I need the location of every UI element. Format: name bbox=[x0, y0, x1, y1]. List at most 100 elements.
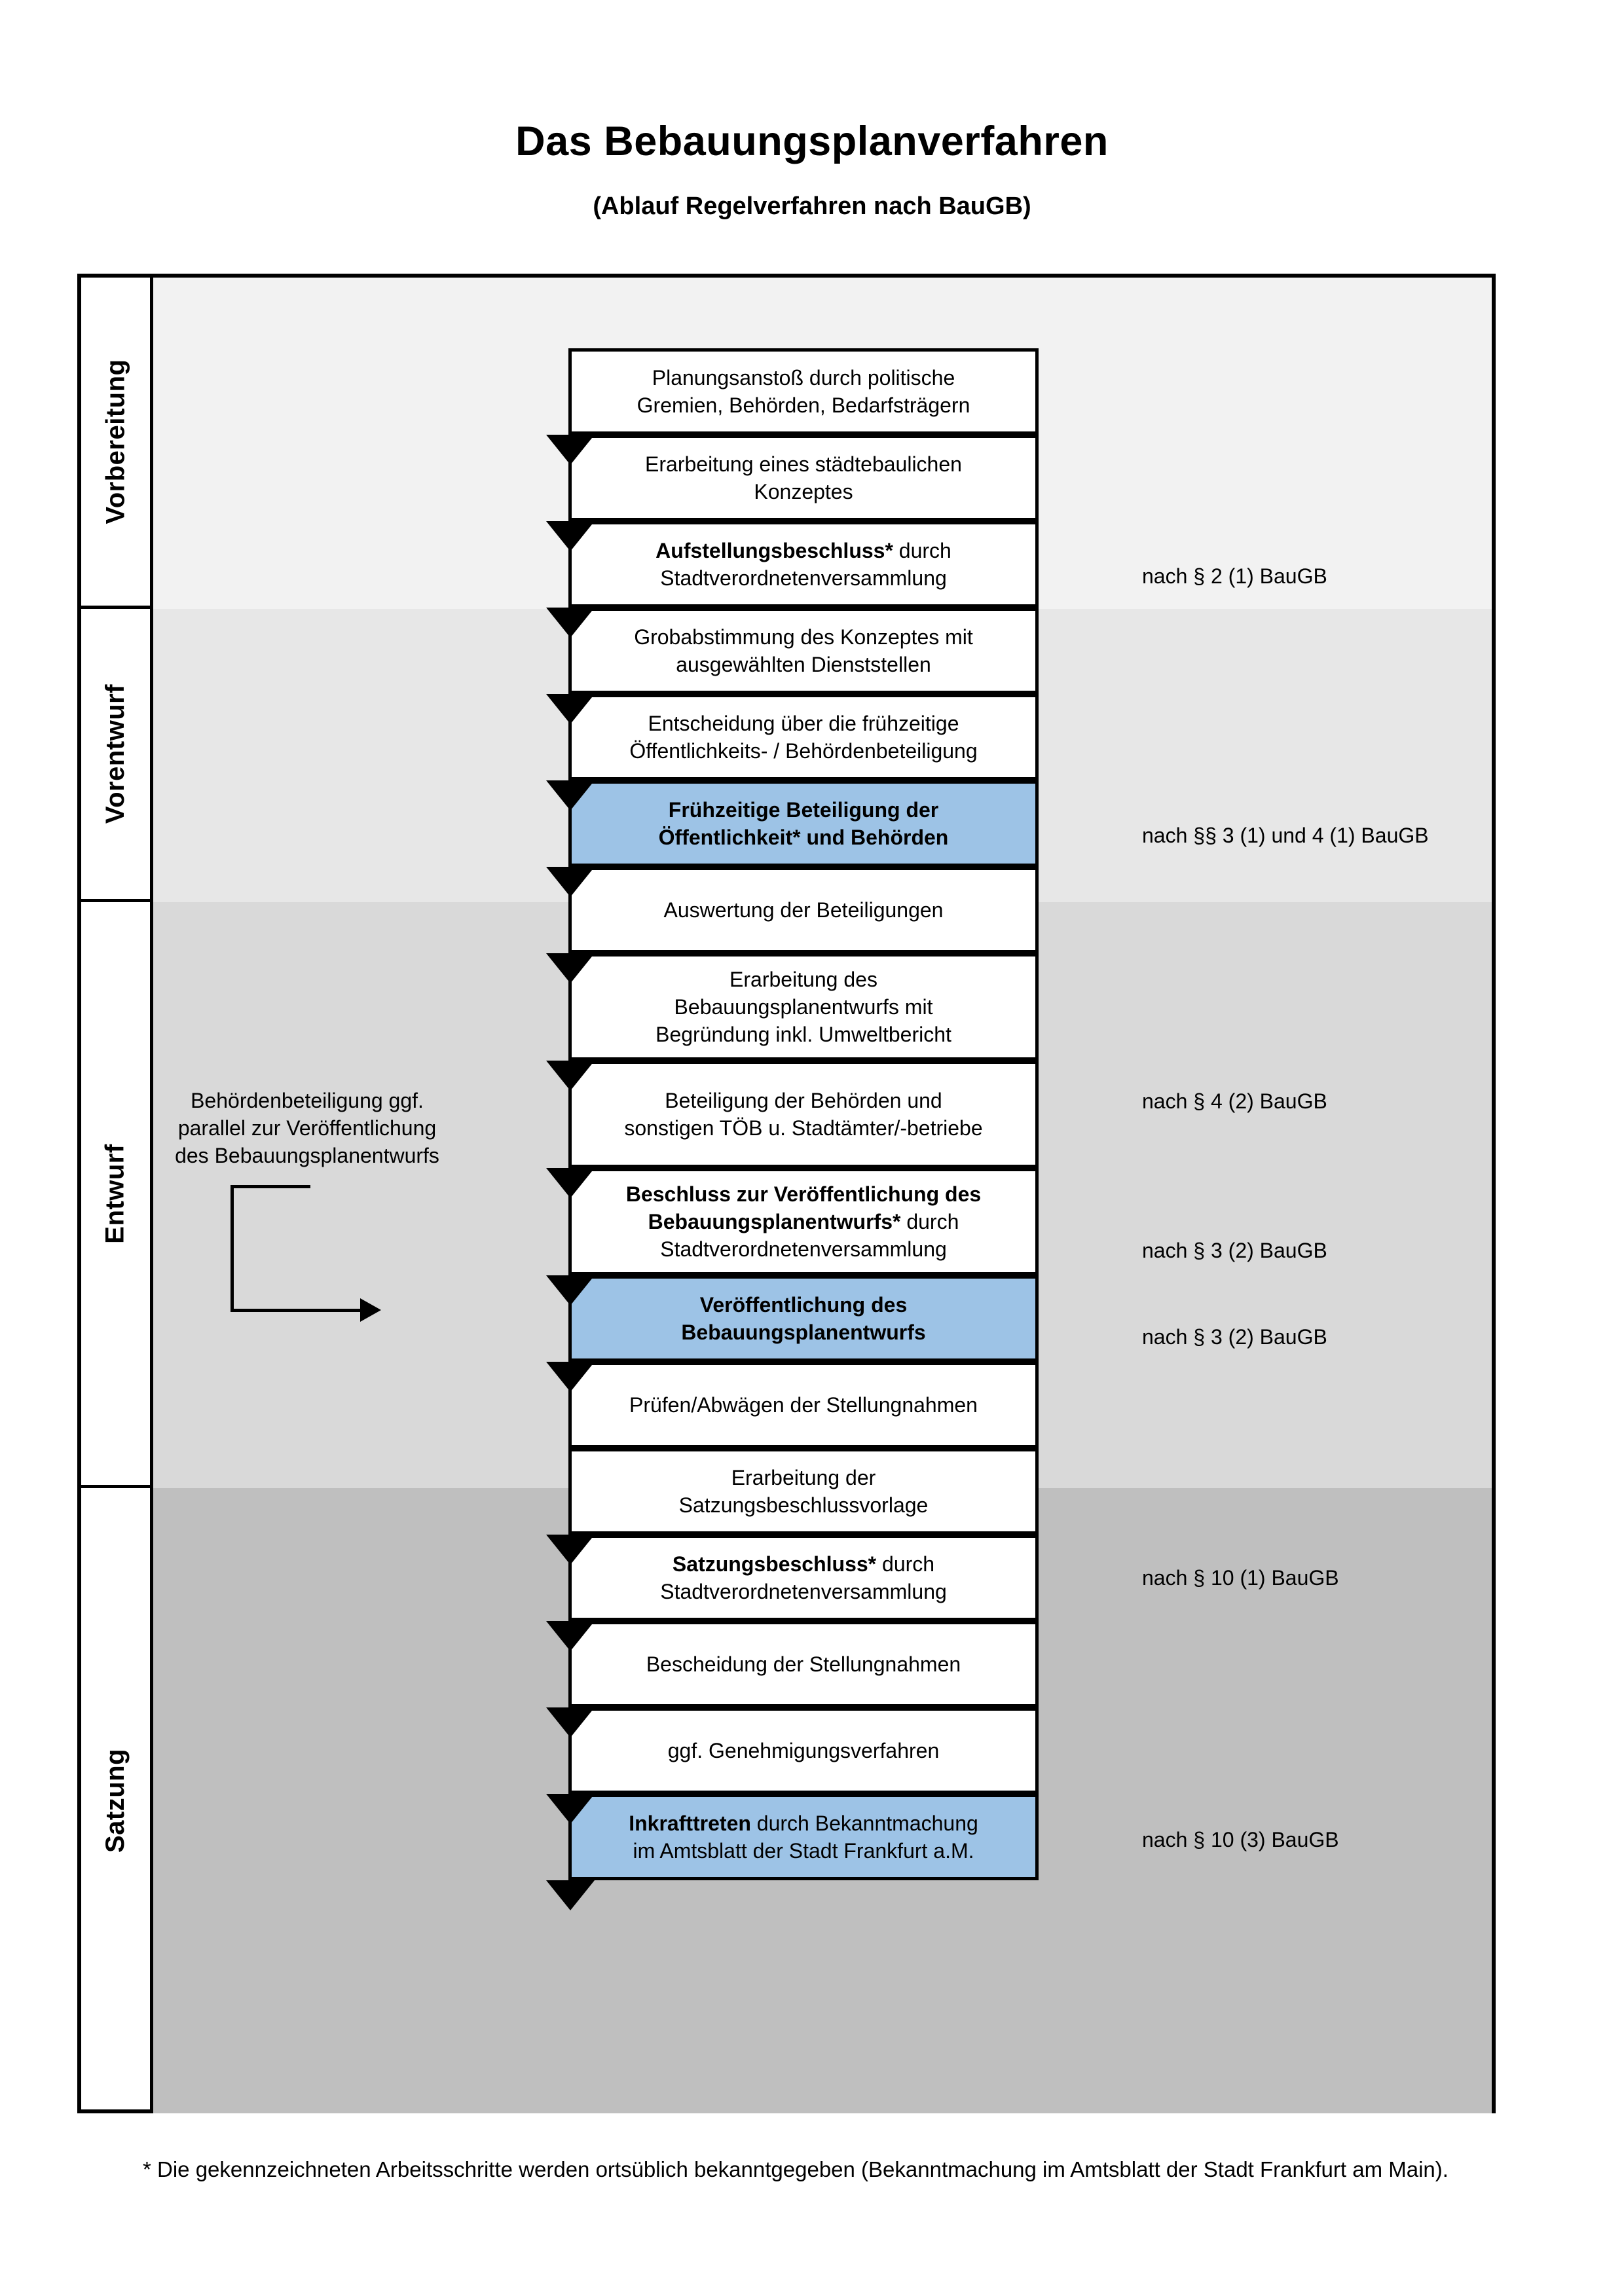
arrow-s16-s17 bbox=[546, 1880, 595, 1910]
flowchart-frame: Vorbereitung Vorentwurf Entwurf Satzung … bbox=[77, 274, 1496, 2113]
step-line: Bebauungsplanentwurfs* durch bbox=[626, 1208, 981, 1235]
step-line: ggf. Genehmigungsverfahren bbox=[667, 1738, 940, 1762]
step-line: Grobabstimmung des Konzeptes mit bbox=[634, 625, 973, 649]
reference-note-s10: nach § 3 (2) BauGB bbox=[1142, 1239, 1327, 1262]
step-box-s13[interactable]: Erarbeitung der Satzungsbeschlussvorlage bbox=[568, 1448, 1039, 1535]
step-line-bold: Bebauungsplanentwurfs bbox=[681, 1321, 926, 1344]
step-line: Beschluss zur Veröffentlichung des bbox=[626, 1180, 981, 1208]
step-box-s10[interactable]: Beschluss zur Veröffentlichung des Bebau… bbox=[568, 1168, 1039, 1275]
phase-cell-satzung: Satzung bbox=[81, 1488, 150, 2113]
step-line: Entscheidung über die frühzeitige bbox=[648, 711, 959, 735]
step-line-suffix: durch bbox=[876, 1552, 935, 1576]
step-line: Erarbeitung eines städtebaulichen bbox=[645, 452, 962, 476]
step-box-s7[interactable]: Auswertung der Beteiligungen bbox=[568, 867, 1039, 953]
arrow-s7-s8 bbox=[546, 953, 595, 983]
side-note-line: ggf. parallel zur bbox=[177, 1089, 424, 1140]
reference-note-s9: nach § 4 (2) BauGB bbox=[1142, 1089, 1327, 1113]
step-line: Gremien, Behörden, Bedarfsträgern bbox=[637, 393, 970, 417]
step-line: ausgewählten Dienststellen bbox=[676, 653, 931, 676]
arrow-s3-s4 bbox=[546, 608, 595, 638]
step-box-s3[interactable]: Aufstellungsbeschluss* durch Stadtverord… bbox=[568, 521, 1039, 608]
page-title: Das Bebauungsplanverfahren bbox=[515, 118, 1109, 164]
step-line-bold: Beschluss zur Veröffentlichung des bbox=[625, 1182, 982, 1206]
step-box-s8[interactable]: Erarbeitung des Bebauungsplanentwurfs mi… bbox=[568, 953, 1039, 1061]
step-box-s17[interactable]: Inkrafttreten durch Bekanntmachung im Am… bbox=[568, 1794, 1039, 1880]
reference-note-s11: nach § 3 (2) BauGB bbox=[1142, 1325, 1327, 1349]
arrow-s12-s13 bbox=[546, 1535, 595, 1565]
phase-label-vorbereitung: Vorbereitung bbox=[101, 359, 130, 524]
step-box-s5[interactable]: Entscheidung über die frühzeitige Öffent… bbox=[568, 694, 1039, 780]
step-line: Satzungsbeschlussvorlage bbox=[678, 1493, 929, 1517]
reference-note-s17: nach § 10 (3) BauGB bbox=[1142, 1828, 1339, 1851]
step-line: Stadtverordnetenversammlung bbox=[660, 1580, 947, 1603]
step-line: Prüfen/Abwägen der Stellungnahmen bbox=[629, 1393, 978, 1417]
step-line-suffix: durch Bekanntmachung bbox=[750, 1811, 978, 1835]
arrow-s9-s10 bbox=[546, 1168, 595, 1198]
arrow-s13-s14 bbox=[546, 1621, 595, 1651]
step-line-bold: Frühzeitige Beteiligung der bbox=[668, 797, 939, 822]
step-box-s11[interactable]: Veröffentlichung des Bebauungsplanentwur… bbox=[568, 1275, 1039, 1362]
step-line: Stadtverordnetenversammlung bbox=[660, 566, 947, 590]
arrow-s4-s5 bbox=[546, 694, 595, 724]
step-box-s12[interactable]: Prüfen/Abwägen der Stellungnahmen bbox=[568, 1362, 1039, 1448]
step-box-s1[interactable]: Planungsanstoß durch politische Gremien,… bbox=[568, 348, 1039, 435]
step-box-s9[interactable]: Beteiligung der Behörden und sonstigen T… bbox=[568, 1061, 1039, 1168]
step-line-bold: Inkrafttreten bbox=[629, 1811, 751, 1835]
step-box-s4[interactable]: Grobabstimmung des Konzeptes mit ausgewä… bbox=[568, 608, 1039, 694]
step-line: sonstigen TÖB u. Stadtämter/-betriebe bbox=[624, 1116, 983, 1140]
step-line: im Amtsblatt der Stadt Frankfurt a.M. bbox=[633, 1839, 974, 1863]
phase-label-vorentwurf: Vorentwurf bbox=[101, 683, 130, 824]
step-box-s14[interactable]: Satzungsbeschluss* durch Stadtverordnete… bbox=[568, 1535, 1039, 1621]
step-line: Frühzeitige Beteiligung der bbox=[659, 796, 949, 824]
step-line-suffix: durch bbox=[900, 1209, 959, 1233]
step-line: Begründung inkl. Umweltbericht bbox=[655, 1023, 951, 1047]
step-line: Stadtverordnetenversammlung bbox=[660, 1237, 947, 1262]
arrow-s5-s6 bbox=[546, 780, 595, 811]
footnote: * Die gekennzeichneten Arbeitsschritte w… bbox=[143, 2157, 1449, 2181]
arrow-s15-s16 bbox=[546, 1794, 595, 1824]
arrow-s8-s9 bbox=[546, 1061, 595, 1091]
step-line-bold: Öffentlichkeit* und Behörden bbox=[658, 826, 949, 849]
step-box-s15[interactable]: Bescheidung der Stellungnahmen bbox=[568, 1621, 1039, 1707]
step-box-s16[interactable]: ggf. Genehmigungsverfahren bbox=[568, 1707, 1039, 1794]
step-line: Öffentlichkeits- / Behördenbeteiligung bbox=[629, 739, 978, 763]
arrow-s11-s12 bbox=[546, 1362, 595, 1392]
step-line: Erarbeitung der bbox=[731, 1465, 876, 1489]
step-line: Aufstellungsbeschluss* durch bbox=[655, 537, 951, 564]
reference-note-s3: nach § 2 (1) BauGB bbox=[1142, 564, 1327, 588]
step-line-bold: Aufstellungsbeschluss* bbox=[655, 538, 893, 562]
arrow-s6-s7 bbox=[546, 867, 595, 897]
step-line-bold: Veröffentlichung des bbox=[699, 1292, 908, 1317]
side-note-line: Bebauungsplanentwurfs bbox=[214, 1144, 439, 1168]
step-line: Bebauungsplanentwurfs mit bbox=[674, 994, 933, 1019]
parallel-path-note: Behördenbeteiligung ggf. parallel zur Ve… bbox=[166, 1087, 448, 1170]
phase-cell-vorentwurf: Vorentwurf bbox=[81, 609, 150, 902]
step-line: Bebauungsplanentwurfs bbox=[681, 1319, 925, 1346]
step-line: Erarbeitung des bbox=[729, 967, 877, 991]
step-line-suffix: durch bbox=[893, 538, 951, 562]
phase-cell-vorbereitung: Vorbereitung bbox=[81, 278, 150, 609]
arrow-s1-s2 bbox=[546, 435, 595, 465]
arrow-s10-s11 bbox=[546, 1275, 595, 1305]
step-box-s2[interactable]: Erarbeitung eines städtebaulichen Konzep… bbox=[568, 435, 1039, 521]
step-box-s6[interactable]: Frühzeitige Beteiligung der Öffentlichke… bbox=[568, 780, 1039, 867]
step-line-bold: Bebauungsplanentwurfs* bbox=[648, 1209, 901, 1233]
step-line: Satzungsbeschluss* durch bbox=[660, 1550, 947, 1578]
phase-cell-entwurf: Entwurf bbox=[81, 902, 150, 1488]
step-line: Inkrafttreten durch Bekanntmachung bbox=[629, 1810, 978, 1837]
step-line: Öffentlichkeit* und Behörden bbox=[659, 824, 949, 851]
phase-label-entwurf: Entwurf bbox=[101, 1143, 130, 1244]
step-line: Bescheidung der Stellungnahmen bbox=[646, 1652, 961, 1676]
step-line-bold: Satzungsbeschluss* bbox=[672, 1552, 877, 1576]
document-header: Das Bebauungsplanverfahren (Ablauf Regel… bbox=[0, 0, 1624, 221]
arrow-s14-s15 bbox=[546, 1707, 595, 1738]
step-line: Veröffentlichung des bbox=[681, 1291, 925, 1319]
reference-note-s6: nach §§ 3 (1) und 4 (1) BauGB bbox=[1142, 824, 1429, 847]
arrow-s2-s3 bbox=[546, 521, 595, 551]
step-line: Planungsanstoß durch politische bbox=[652, 365, 955, 390]
page-subtitle: (Ablauf Regelverfahren nach BauGB) bbox=[593, 192, 1031, 221]
step-line: Konzeptes bbox=[754, 480, 853, 503]
phase-label-satzung: Satzung bbox=[101, 1748, 130, 1853]
phase-label-rail: Vorbereitung Vorentwurf Entwurf Satzung bbox=[81, 278, 153, 2109]
parallel-path-connector bbox=[231, 1185, 388, 1322]
